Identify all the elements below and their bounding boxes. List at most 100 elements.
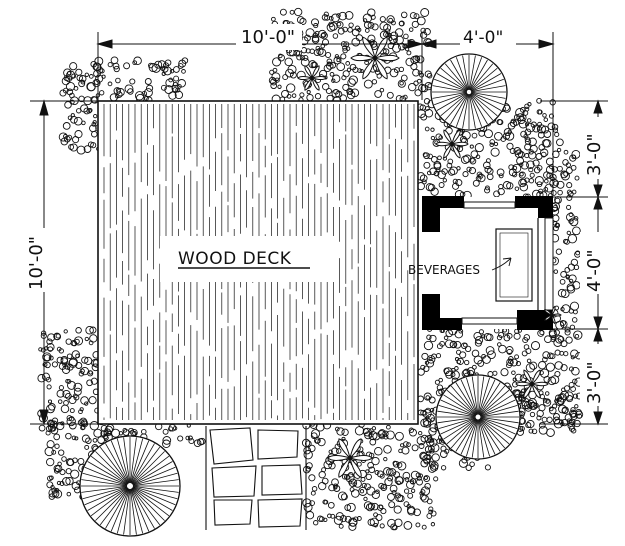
shrub-icon	[322, 83, 330, 91]
shrub-icon	[399, 81, 404, 86]
shrub-icon	[383, 467, 392, 476]
shrub-icon	[162, 62, 170, 69]
shrub-icon	[60, 404, 70, 414]
shrub-icon	[571, 317, 578, 323]
shrub-icon	[561, 406, 569, 414]
shrub-icon	[448, 168, 456, 176]
shrub-icon	[58, 362, 67, 370]
shrub-icon	[68, 421, 77, 430]
shrub-icon	[456, 357, 464, 365]
shrub-icon	[321, 477, 329, 485]
shrub-icon	[379, 473, 385, 479]
shrub-icon	[87, 141, 94, 148]
tree-branch	[440, 67, 468, 91]
shrub-icon	[514, 149, 524, 159]
shrub-icon	[439, 450, 448, 458]
shrub-icon	[341, 75, 347, 81]
shrub-icon	[469, 157, 477, 165]
shrub-icon	[542, 398, 552, 407]
shrub-icon	[88, 396, 97, 405]
shrub-icon	[314, 30, 320, 36]
shrub-icon	[519, 182, 529, 192]
shrub-icon	[431, 353, 437, 360]
shrub-icon	[398, 20, 405, 27]
shrub-icon	[397, 461, 407, 471]
shrub-icon	[536, 109, 542, 115]
flower-icon	[327, 438, 373, 478]
shrub-icon	[506, 142, 514, 150]
shrub-icon	[407, 492, 414, 499]
shrub-icon	[420, 8, 430, 17]
shrub-icon	[371, 490, 380, 499]
shrub-icon	[546, 428, 555, 437]
shrub-icon	[383, 434, 389, 440]
shrub-icon	[71, 73, 77, 79]
shrub-icon	[351, 489, 360, 498]
flower-petal	[531, 382, 541, 399]
shrub-icon	[413, 80, 419, 86]
shrub-icon	[124, 84, 134, 94]
shrub-icon	[557, 288, 567, 298]
tree-branch	[131, 488, 155, 529]
shrub-icon	[311, 486, 318, 492]
shrub-icon	[427, 153, 433, 160]
shrub-icon	[111, 428, 121, 438]
shrub-icon	[84, 444, 90, 450]
shrub-icon	[563, 149, 569, 155]
tree-branch	[81, 479, 128, 486]
shrub-icon	[51, 449, 57, 455]
tree-branch	[132, 486, 176, 506]
shrub-icon	[570, 355, 575, 360]
shrub-icon	[172, 426, 178, 431]
shrub-icon	[430, 156, 438, 163]
shrub-icon	[53, 468, 60, 474]
shrub-icon	[557, 336, 565, 343]
shrub-icon	[485, 346, 495, 355]
shrub-icon	[303, 502, 313, 512]
shrub-icon	[510, 358, 518, 367]
shrub-icon	[181, 69, 186, 74]
shrub-icon	[303, 450, 313, 460]
shrub-icon	[331, 447, 339, 456]
tree-branch	[99, 488, 129, 526]
shrub-icon	[470, 150, 479, 159]
shrub-icon	[490, 147, 500, 157]
shrub-icon	[335, 512, 344, 521]
flower-petal	[338, 438, 351, 460]
shrub-icon	[346, 502, 356, 512]
shrub-icon	[73, 116, 83, 126]
shrub-icon	[79, 407, 84, 412]
shrub-icon	[348, 517, 358, 527]
shrub-icon	[327, 513, 332, 519]
shrub-icon	[433, 476, 439, 482]
flower-petal	[310, 75, 327, 81]
shrub-icon	[353, 479, 362, 488]
tree-branch	[469, 93, 488, 125]
shrub-icon	[178, 59, 187, 68]
shrub-icon	[552, 214, 560, 222]
shrub-icon	[332, 33, 339, 39]
shrub-icon	[308, 444, 316, 453]
shrub-icon	[420, 409, 427, 416]
shrub-icon	[380, 484, 388, 491]
shrub-icon	[566, 194, 573, 201]
shrub-icon	[541, 125, 550, 134]
shrub-icon	[568, 278, 574, 284]
tree-branch	[440, 399, 476, 417]
shrub-icon	[496, 118, 503, 126]
shrub-icon	[347, 27, 353, 33]
tree-branch	[478, 419, 496, 455]
shrub-icon	[536, 415, 542, 421]
arrow-head	[593, 184, 603, 199]
shrub-icon	[439, 340, 445, 347]
shrub-icon	[339, 515, 347, 523]
shrub-icon	[329, 71, 335, 77]
shrub-icon	[333, 515, 343, 525]
shrub-icon	[555, 222, 560, 228]
shrub-icon	[84, 72, 89, 77]
shrub-icon	[464, 359, 470, 366]
shrub-icon	[515, 361, 521, 367]
shrub-icon	[100, 430, 107, 437]
shrub-icon	[506, 358, 514, 366]
shrub-icon	[383, 445, 392, 454]
